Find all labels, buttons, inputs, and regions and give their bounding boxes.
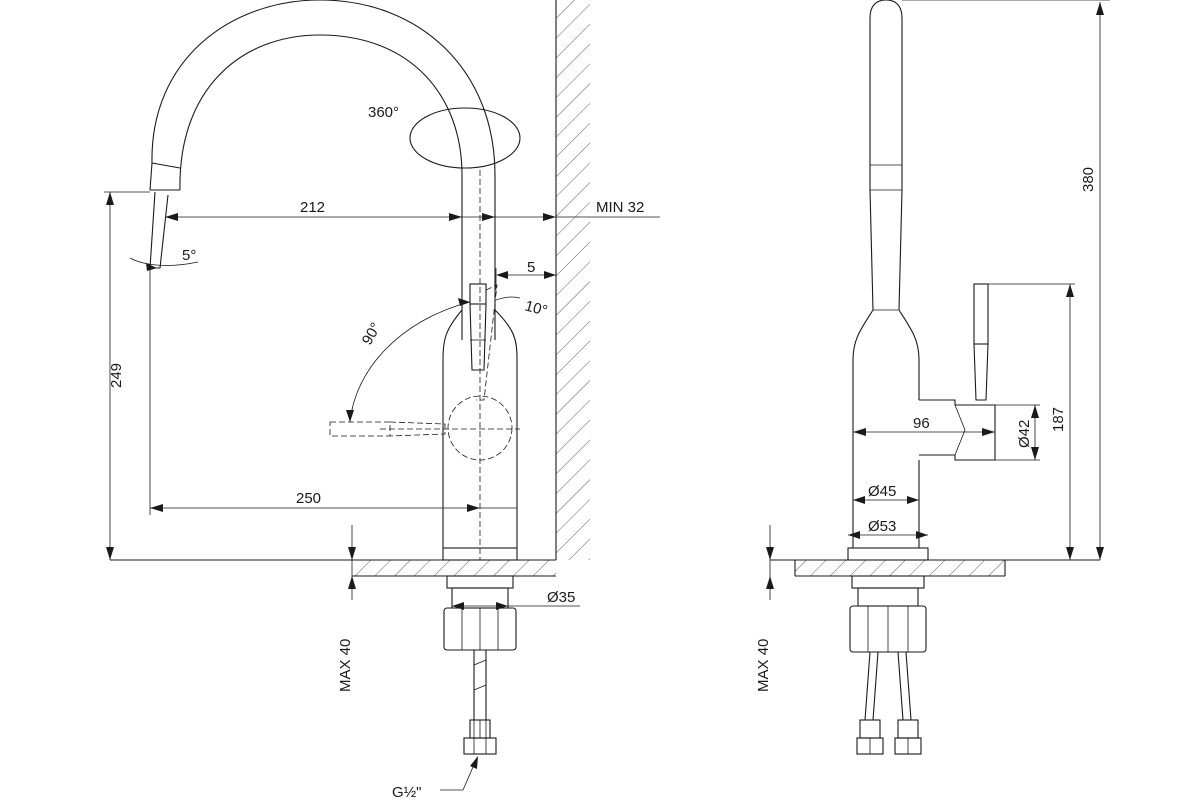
dim-diameter-45: Ø45 (868, 483, 896, 500)
dim-250: 250 (296, 490, 321, 507)
dim-10-degree: 10° (523, 297, 549, 319)
dim-360: 360° (368, 104, 399, 121)
side-view: 380 187 96 Ø42 Ø45 Ø53 MAX 40 (755, 0, 1110, 755)
dim-249: 249 (108, 363, 125, 388)
dim-187: 187 (1050, 407, 1067, 432)
dim-5-degree: 5° (182, 247, 196, 264)
dim-diameter-42: Ø42 (1016, 420, 1033, 448)
wall (555, 0, 590, 560)
lever-rotated (329, 395, 520, 461)
dim-5: 5 (527, 259, 535, 276)
dim-90-degree: 90° (359, 320, 385, 348)
body (442, 170, 518, 561)
mount-side (849, 575, 927, 755)
lever-front (469, 283, 498, 401)
countertop-side (770, 559, 1100, 577)
front-view: 212 MIN 32 360° 5° 5 10° 90° 249 250 (104, 0, 660, 800)
swivel-ellipse (409, 107, 521, 169)
countertop-front (110, 559, 556, 577)
dim-min-32: MIN 32 (596, 199, 644, 216)
lever-side (919, 283, 996, 461)
dim-max-40-side: MAX 40 (755, 639, 772, 692)
dim-380: 380 (1080, 167, 1097, 192)
dim-96: 96 (913, 415, 930, 432)
dim-diameter-35: Ø35 (547, 589, 575, 606)
dim-thread: G½" (392, 784, 422, 800)
spout (149, 0, 496, 269)
dim-max-40-front: MAX 40 (337, 639, 354, 692)
spout-side (847, 0, 929, 561)
dim-diameter-53: Ø53 (868, 518, 896, 535)
mount-front (443, 575, 517, 755)
dim-212: 212 (300, 199, 325, 216)
